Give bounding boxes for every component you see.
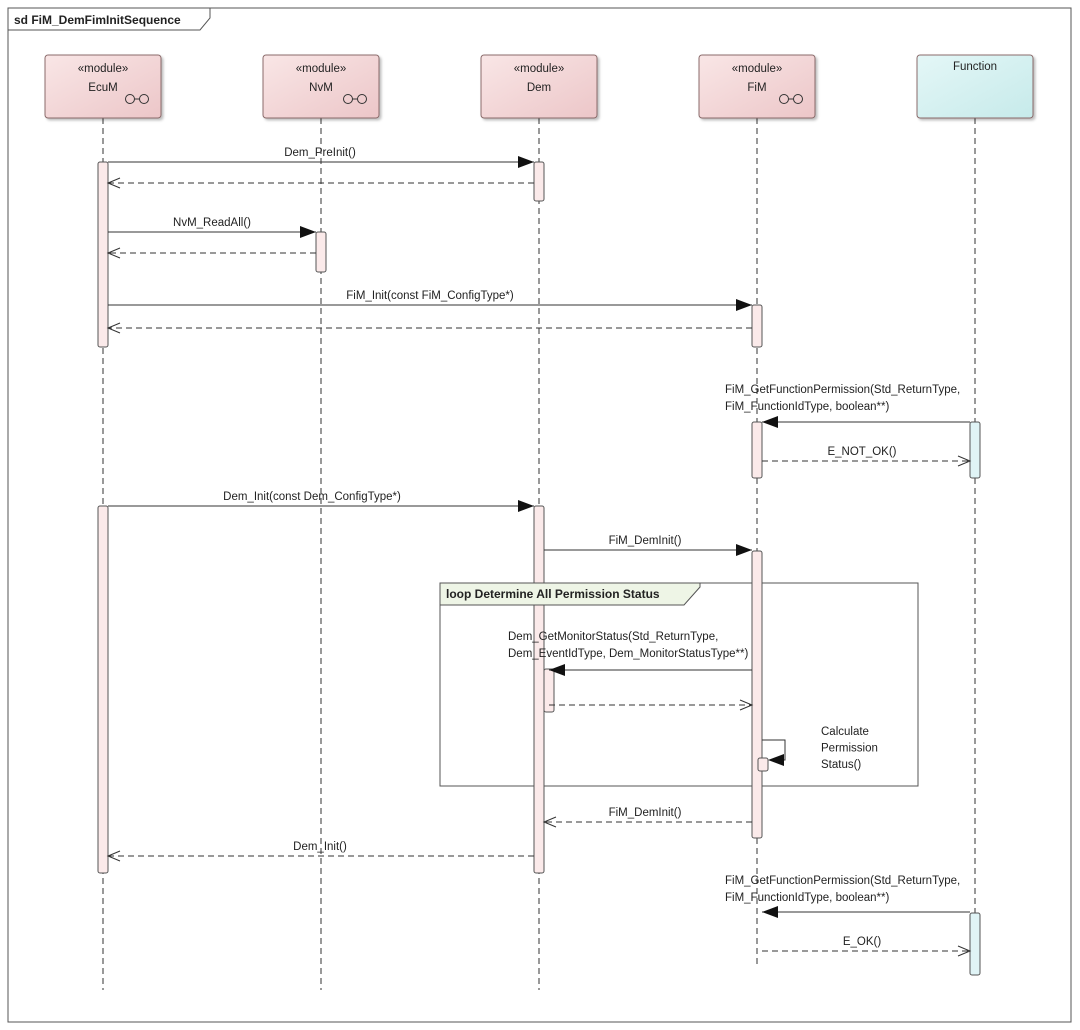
message-call: NvM_ReadAll() [108,217,316,238]
arrowhead-filled [736,299,752,311]
lifeline-name: EcuM [88,82,117,94]
frame-title-tab [7,7,211,31]
lifeline-name: NvM [309,82,333,94]
activation-bar [751,550,763,839]
message-label: Dem_GetMonitorStatus(Std_ReturnType, [508,631,718,643]
message-label: Status() [821,759,861,771]
message-return: Dem_Init() [106,841,534,862]
message-label: Dem_PreInit() [284,147,356,159]
message-call: Dem_Init(const Dem_ConfigType*) [108,491,534,512]
lifeline-function: Function [916,54,1034,119]
lifeline-name: Function [953,61,997,73]
arrowhead-open [739,699,754,711]
message-label: Dem_Init() [293,841,347,853]
message-call: FiM_GetFunctionPermission(Std_ReturnType… [725,384,970,428]
arrowhead-filled [518,156,534,168]
lifeline-box [698,54,816,119]
lifeline-stereotype: «module» [78,63,129,75]
arrowhead-filled [736,544,752,556]
arrowhead-open [106,850,121,862]
arrowhead-filled [768,754,784,766]
activation-bar [969,421,981,479]
arrowhead-open [106,177,121,189]
message-call: FiM_Init(const FiM_ConfigType*) [108,290,752,311]
message-return [549,699,754,711]
message-label: Dem_Init(const Dem_ConfigType*) [223,491,401,503]
message-return: E_NOT_OK() [762,446,972,467]
component-icon [125,94,149,104]
loop-fragment-title: loop Determine All Permission Status [446,587,660,601]
lifeline-box [916,54,1034,119]
message-label: FiM_GetFunctionPermission(Std_ReturnType… [725,875,960,887]
message-label: E_OK() [843,936,882,948]
message-label: FiM_FunctionIdType, boolean**) [725,892,889,904]
activation-bar [533,161,545,202]
component-icon [343,94,367,104]
loop-fragment: loop Determine All Permission Status [439,582,701,606]
message-return [106,322,752,334]
message-label: FiM_FunctionIdType, boolean**) [725,401,889,413]
message-call: Dem_GetMonitorStatus(Std_ReturnType, Dem_… [508,631,752,676]
component-icon [779,94,803,104]
message-label: FiM_DemInit() [609,807,682,819]
message-return: FiM_DemInit() [542,807,752,828]
arrowhead-filled [762,906,778,918]
message-label: FiM_DemInit() [609,535,682,547]
activation-bar [969,912,981,976]
lifeline-box [262,54,380,119]
message-return: E_OK() [762,936,972,957]
activation-bar [757,757,769,772]
message-call: Dem_PreInit() [108,147,534,168]
lifeline-box [480,54,598,119]
activation-bar [543,668,555,713]
message-label: FiM_Init(const FiM_ConfigType*) [346,290,514,302]
arrowhead-open [957,945,972,957]
message-label: E_NOT_OK() [827,446,896,458]
arrowhead-filled [300,226,316,238]
lifeline-stereotype: «module» [296,63,347,75]
message-label: Calculate [821,726,869,738]
activation-bar [533,505,545,874]
arrowhead-open [957,455,972,467]
frame-title: sd FiM_DemFimInitSequence [14,13,181,27]
lifeline-name: Dem [527,82,551,94]
activation-bar [751,304,763,348]
lifeline-nvm: «module» NvM [262,54,380,119]
activation-bar [97,505,109,874]
arrowhead-filled [549,664,565,676]
activation-bar [315,231,327,273]
arrowhead-open [542,816,557,828]
arrowhead-filled [518,500,534,512]
lifeline-dem: «module» Dem [480,54,598,119]
message-return [106,247,316,259]
arrowhead-open [106,322,121,334]
lifeline-fim: «module» FiM [698,54,816,119]
message-label: Permission [821,743,878,755]
message-label: Dem_EventIdType, Dem_MonitorStatusType**… [508,648,749,660]
lifeline-ecum: «module» EcuM [44,54,162,119]
lifeline-box [44,54,162,119]
lifeline-name: FiM [747,82,766,94]
message-call: FiM_GetFunctionPermission(Std_ReturnType… [725,875,970,918]
lifeline-stereotype: «module» [514,63,565,75]
activation-bar [97,161,109,348]
arrowhead-open [106,247,121,259]
message-return [106,177,534,189]
lifeline-stereotype: «module» [732,63,783,75]
message-label: FiM_GetFunctionPermission(Std_ReturnType… [725,384,960,396]
message-label: NvM_ReadAll() [173,217,251,229]
message-call: FiM_DemInit() [544,535,752,556]
loop-fragment-tab [439,582,701,606]
activation-bar [751,421,763,479]
arrowhead-filled [762,416,778,428]
